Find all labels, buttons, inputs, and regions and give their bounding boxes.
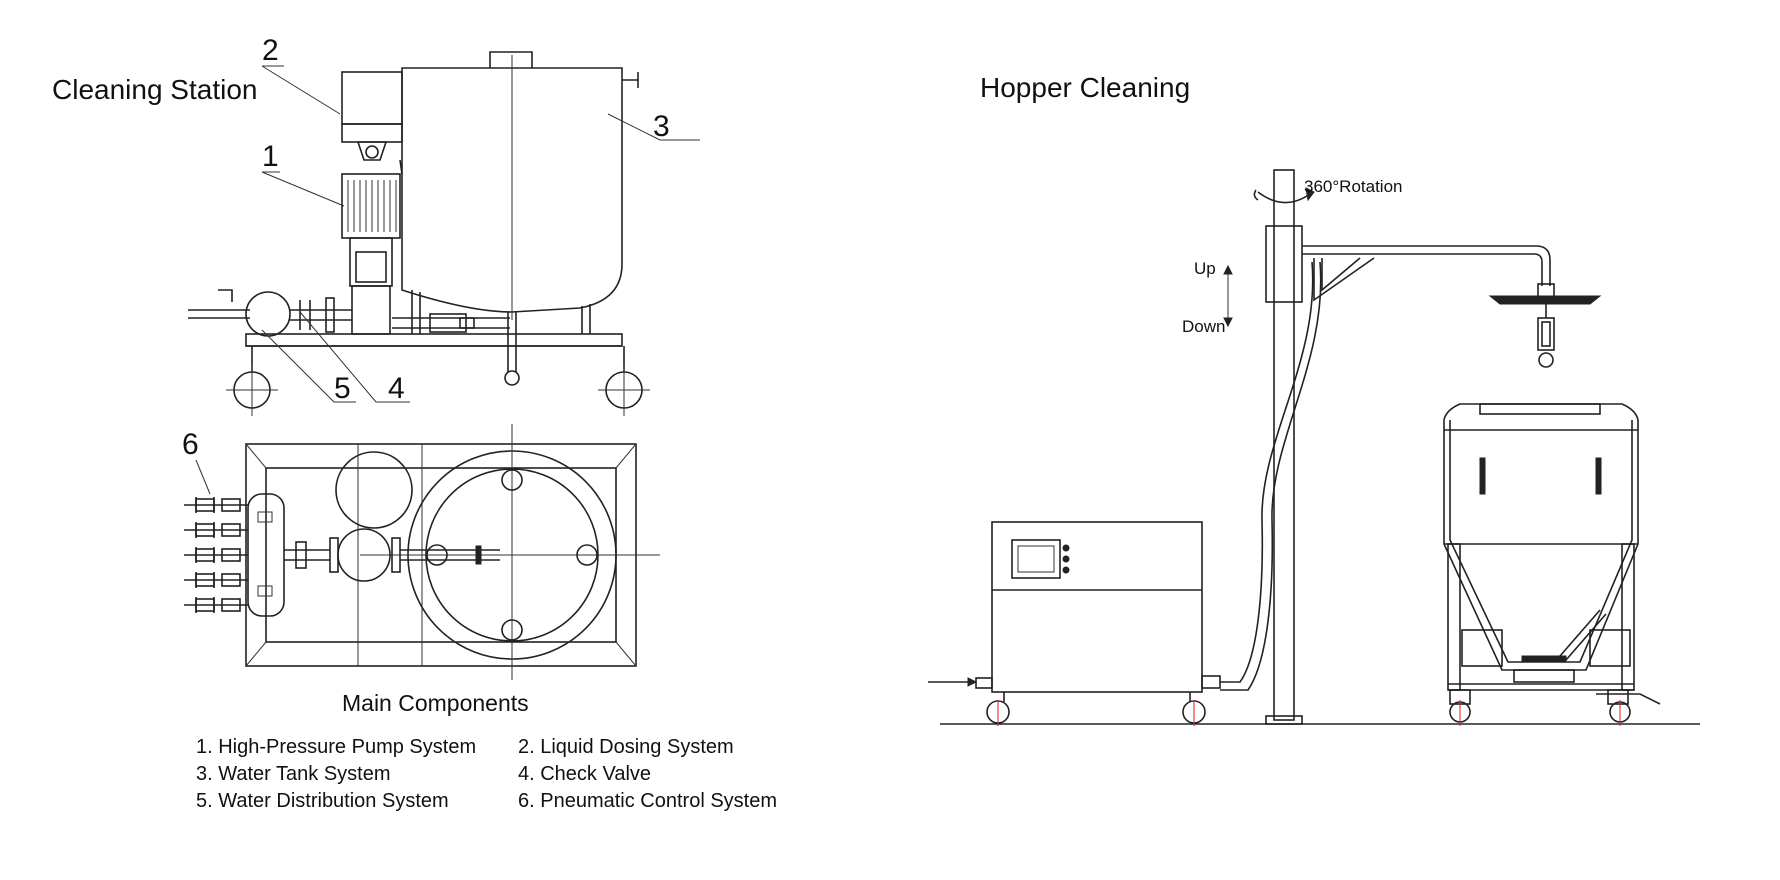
outlet-valves	[184, 497, 248, 613]
callout-2: 2	[262, 34, 279, 67]
component-item-5: 5. Water Distribution System	[196, 790, 449, 812]
component-item-6: 6. Pneumatic Control System	[518, 790, 777, 812]
component-item-1: 1. High-Pressure Pump System	[196, 736, 476, 758]
cleaning-station-plan-view	[184, 424, 660, 680]
motor-fins	[347, 180, 397, 232]
callout-1: 1	[262, 140, 279, 173]
callout-4: 4	[388, 372, 405, 405]
callout-5: 5	[334, 372, 351, 405]
callout-leaders	[195, 65, 700, 495]
component-item-2: 2. Liquid Dosing System	[518, 736, 734, 758]
rotation-label: 360°Rotation	[1304, 177, 1402, 196]
component-item-3: 3. Water Tank System	[196, 763, 391, 785]
cleaning-station-side-view	[188, 51, 650, 416]
callout-6: 6	[182, 428, 199, 461]
up-down-arrow-icon	[1223, 264, 1233, 328]
rotary-column	[1220, 169, 1551, 725]
cleaning-head	[1488, 283, 1602, 368]
hopper-cleaning-title: Hopper Cleaning	[980, 72, 1190, 103]
callout-3: 3	[653, 110, 670, 143]
component-item-4: 4. Check Valve	[518, 763, 651, 785]
up-label: Up	[1194, 259, 1216, 278]
hopper	[1443, 403, 1661, 726]
main-components-heading: Main Components	[342, 690, 529, 716]
down-label: Down	[1182, 317, 1225, 336]
control-cabinet	[928, 521, 1221, 726]
cleaning-station-title: Cleaning Station	[52, 74, 257, 105]
